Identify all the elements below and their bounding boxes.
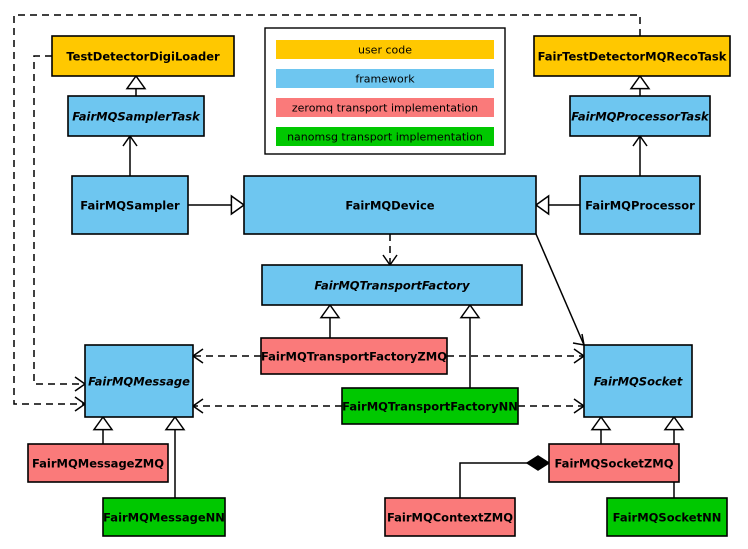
node-label: FairMQProcessor <box>585 199 695 213</box>
arrowhead-hollow-triangle <box>125 74 147 90</box>
edge-factoryzmq-factory <box>319 303 341 338</box>
node-label: FairMQMessageNN <box>103 511 225 525</box>
node-FairMQSamplerTask[interactable]: FairMQSamplerTask <box>67 95 205 137</box>
node-label: FairMQProcessorTask <box>571 110 710 124</box>
edge-socketzmq-socket <box>590 415 612 444</box>
node-box[interactable] <box>533 35 731 77</box>
node-label: FairMQContextZMQ <box>387 511 513 525</box>
node-box[interactable] <box>71 175 189 235</box>
arrowhead-hollow-triangle <box>92 415 114 431</box>
node-FairMQTransportFactoryZMQ[interactable]: FairMQTransportFactoryZMQ <box>260 337 448 375</box>
node-box[interactable] <box>579 175 701 235</box>
arrowhead-hollow-triangle <box>230 194 246 216</box>
legend-label: user code <box>358 44 412 57</box>
node-label: FairMQSocketZMQ <box>555 457 674 471</box>
edge-line <box>459 462 549 498</box>
node-TestDetectorDigiLoader[interactable]: TestDetectorDigiLoader <box>51 35 235 77</box>
legend-label: framework <box>355 73 415 86</box>
node-label: FairMQMessageZMQ <box>32 457 164 471</box>
legend-swatch <box>276 40 494 59</box>
node-box[interactable] <box>548 443 680 483</box>
node-FairMQSocket[interactable]: FairMQSocket <box>583 344 693 418</box>
arrowhead-hollow-triangle <box>319 303 341 319</box>
node-box[interactable] <box>260 337 448 375</box>
node-label: FairMQSocket <box>594 375 683 389</box>
legend-swatch <box>276 69 494 88</box>
legend-item-0: user code <box>276 40 494 59</box>
node-label: FairMQMessage <box>88 375 190 389</box>
legend-label: zeromq transport implementation <box>292 102 478 115</box>
node-box[interactable] <box>243 175 537 235</box>
legend-layer: user code framework zeromq transport imple… <box>264 27 506 155</box>
legend-item-2: zeromq transport implementation <box>276 98 494 117</box>
arrowhead-hollow-triangle <box>534 194 550 216</box>
arrowhead-filled-diamond <box>525 455 551 471</box>
node-FairMQSocketNN[interactable]: FairMQSocketNN <box>606 497 728 537</box>
node-FairMQMessageZMQ[interactable]: FairMQMessageZMQ <box>27 443 169 483</box>
edge-line <box>33 55 85 385</box>
node-label: FairMQTransportFactory <box>314 279 470 293</box>
node-label: FairMQTransportFactoryNN <box>342 400 518 414</box>
node-box[interactable] <box>27 443 169 483</box>
arrowhead-hollow-triangle <box>590 415 612 431</box>
node-FairMQTransportFactory[interactable]: FairMQTransportFactory <box>261 264 523 306</box>
legend-item-1: framework <box>276 69 494 88</box>
edge-line <box>535 233 585 346</box>
edge-digiloader-samplertask <box>125 74 147 96</box>
node-box[interactable] <box>569 95 711 137</box>
node-box[interactable] <box>261 264 523 306</box>
edge-recotask-processortask <box>629 74 651 96</box>
arrowhead-hollow-triangle <box>629 74 651 90</box>
edge-messagenn-message <box>164 415 186 498</box>
node-label: FairMQSampler <box>80 199 180 213</box>
edge-sampler-device <box>188 194 246 216</box>
node-box[interactable] <box>67 95 205 137</box>
node-box[interactable] <box>51 35 235 77</box>
edge-factorynn-factory <box>459 303 481 388</box>
node-FairMQSocketZMQ[interactable]: FairMQSocketZMQ <box>548 443 680 483</box>
edge-messagezmq-message <box>92 415 114 444</box>
node-FairMQDevice[interactable]: FairMQDevice <box>243 175 537 235</box>
node-FairMQMessageNN[interactable]: FairMQMessageNN <box>102 497 226 537</box>
node-box[interactable] <box>84 344 194 418</box>
node-FairMQSampler[interactable]: FairMQSampler <box>71 175 189 235</box>
edge-socketzmq-contextzmq <box>459 455 551 498</box>
node-label: FairTestDetectorMQRecoTask <box>538 50 727 64</box>
arrowhead-hollow-triangle <box>459 303 481 319</box>
arrowhead-hollow-triangle <box>164 415 186 431</box>
node-box[interactable] <box>384 497 516 537</box>
node-label: FairMQSamplerTask <box>72 110 201 124</box>
arrowhead-hollow-triangle <box>663 415 685 431</box>
edge-line <box>13 14 641 405</box>
node-layer: TestDetectorDigiLoader FairTestDetectorMQ… <box>27 35 731 537</box>
node-FairMQMessage[interactable]: FairMQMessage <box>84 344 194 418</box>
node-label: FairMQTransportFactoryZMQ <box>261 350 447 364</box>
legend-item-3: nanomsg transport implementation <box>276 127 494 146</box>
node-FairMQProcessor[interactable]: FairMQProcessor <box>579 175 701 235</box>
node-label: FairMQDevice <box>345 199 434 213</box>
node-FairMQContextZMQ[interactable]: FairMQContextZMQ <box>384 497 516 537</box>
node-box[interactable] <box>341 387 519 425</box>
node-box[interactable] <box>606 497 728 537</box>
legend-swatch <box>276 98 494 117</box>
node-FairMQTransportFactoryNN[interactable]: FairMQTransportFactoryNN <box>341 387 519 425</box>
node-box[interactable] <box>583 344 693 418</box>
legend-label: nanomsg transport implementation <box>287 131 483 144</box>
node-box[interactable] <box>102 497 226 537</box>
edge-processor-device <box>534 194 580 216</box>
node-label: TestDetectorDigiLoader <box>66 50 220 64</box>
node-FairMQProcessorTask[interactable]: FairMQProcessorTask <box>569 95 711 137</box>
node-FairTestDetectorMQRecoTask[interactable]: FairTestDetectorMQRecoTask <box>533 35 731 77</box>
node-label: FairMQSocketNN <box>613 511 722 525</box>
legend-swatch <box>276 127 494 146</box>
